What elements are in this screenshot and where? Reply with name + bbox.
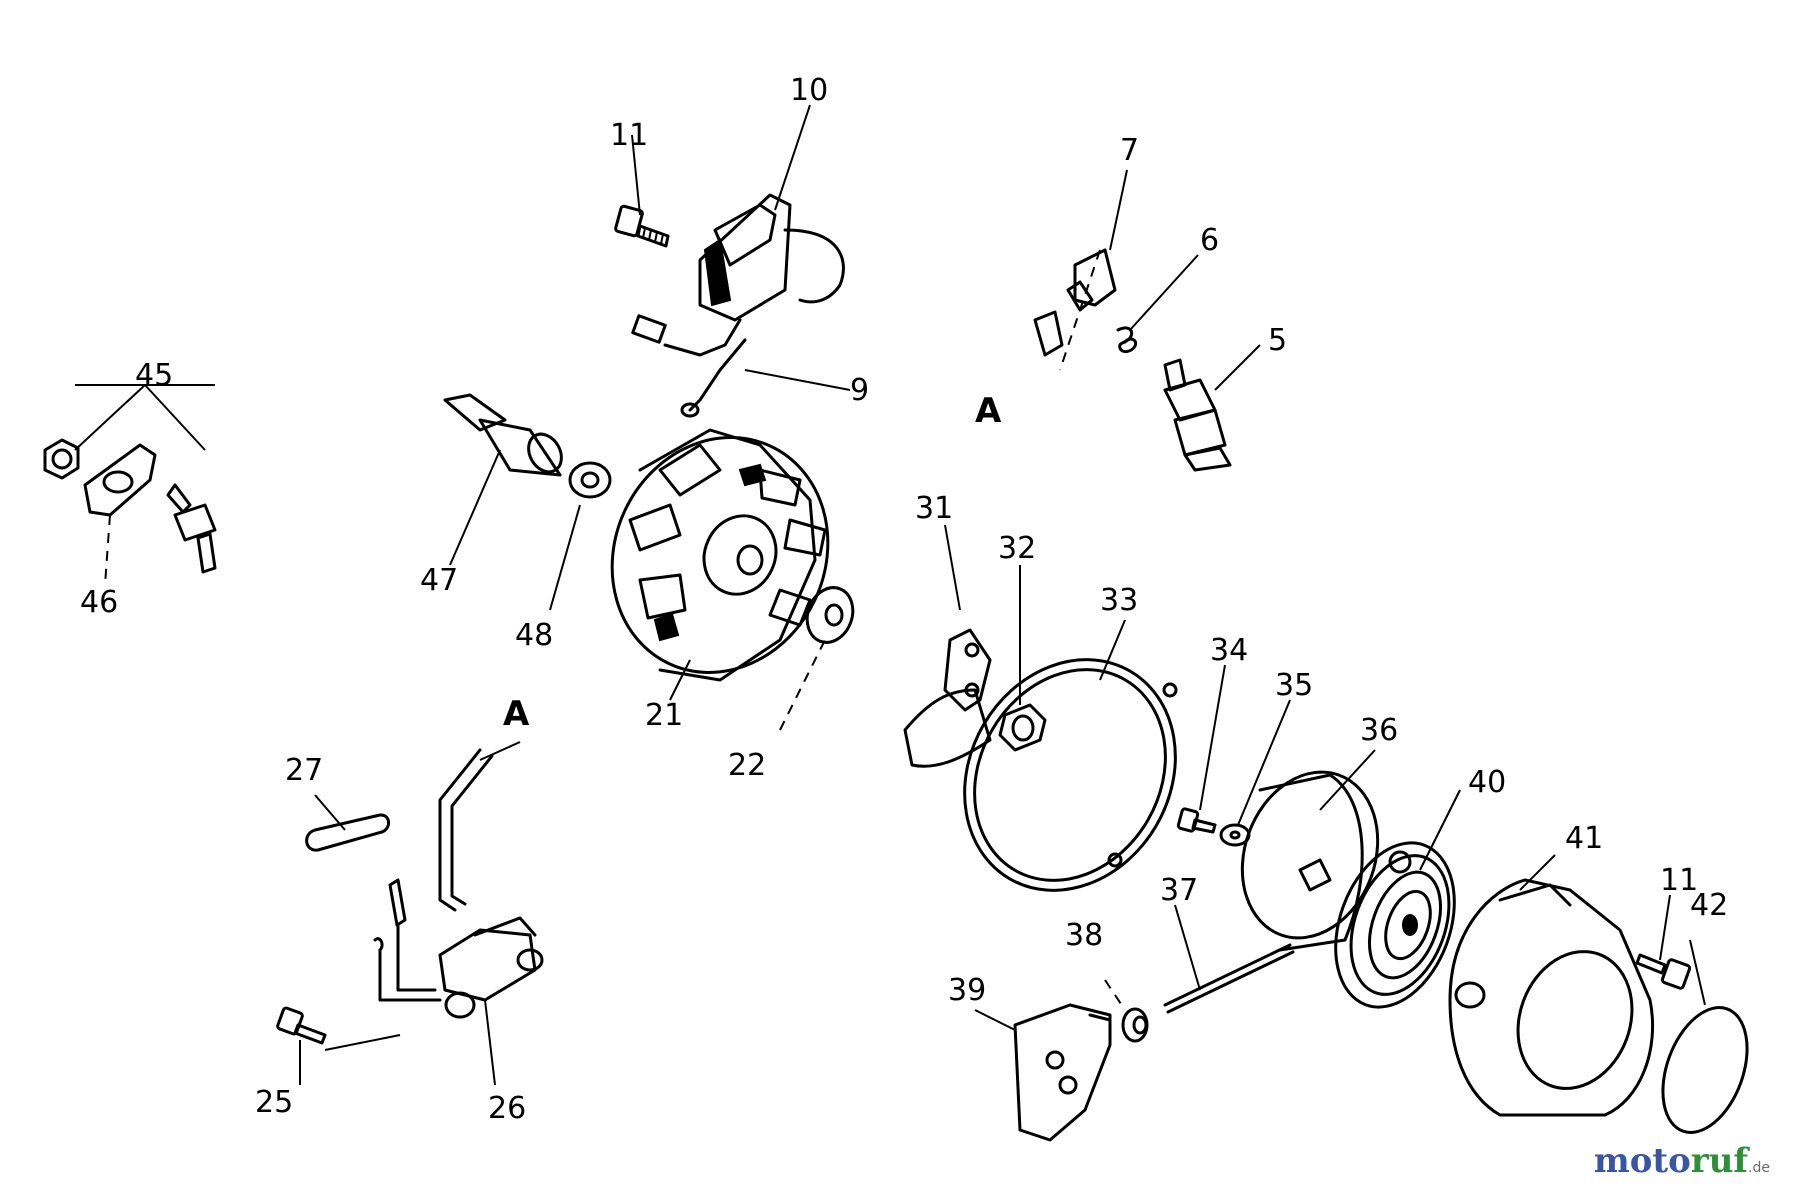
screw-part-11-top (614, 204, 670, 248)
spark-plug-boot-part-7 (1033, 248, 1117, 357)
pin-part-47 (443, 393, 563, 477)
label-part-26: 26 (488, 1091, 526, 1126)
label-part-11-right: 11 (1660, 863, 1698, 898)
pulley-part-36 (1240, 770, 1380, 952)
ignition-coil-part-26 (373, 748, 544, 1019)
spark-plug-part-5 (1163, 358, 1232, 472)
pawl-part-31 (903, 628, 992, 768)
recoil-spring-part-40 (1334, 841, 1456, 1009)
label-part-40: 40 (1468, 765, 1506, 800)
label-part-41: 41 (1565, 821, 1603, 856)
label-part-7: 7 (1120, 133, 1139, 168)
label-part-22: 22 (728, 748, 766, 783)
label-part-48: 48 (515, 618, 553, 653)
label-part-9: 9 (850, 373, 869, 408)
label-part-37: 37 (1160, 873, 1198, 908)
switch-assembly-parts-45-46 (43, 438, 217, 574)
label-part-10: 10 (790, 73, 828, 108)
handle-part-39 (1013, 1003, 1112, 1142)
label-part-5: 5 (1268, 323, 1287, 358)
label-part-21: 21 (645, 698, 683, 733)
label-part-27: 27 (285, 753, 323, 788)
strip-part-27 (305, 813, 390, 852)
label-part-38: 38 (1065, 918, 1103, 953)
leader-lines (74, 104, 1706, 1086)
label-part-34: 34 (1210, 633, 1248, 668)
ignition-module-part-10 (631, 193, 845, 418)
label-part-32: 32 (998, 531, 1036, 566)
starter-housing-part-41 (1448, 878, 1655, 1117)
washer-part-48 (568, 461, 612, 499)
label-part-31: 31 (915, 491, 953, 526)
grommet-part-38 (1121, 1007, 1149, 1043)
label-part-46: 46 (80, 585, 118, 620)
rope-part-37 (1163, 943, 1295, 1014)
logo-tld-text: .de (1748, 1160, 1770, 1176)
label-part-45: 45 (135, 358, 173, 393)
label-connector-a-bottom: A (503, 694, 530, 734)
washer-part-22 (805, 586, 855, 644)
screw-part-11-right (1635, 953, 1692, 990)
label-part-47: 47 (420, 563, 458, 598)
logo-ruf-text: ruf (1690, 1141, 1749, 1181)
label-part-33: 33 (1100, 583, 1138, 618)
label-connector-a-top: A (975, 391, 1002, 431)
nut-part-32 (998, 703, 1047, 752)
motoruf-watermark-logo: motoruf.de (1594, 1141, 1770, 1181)
gasket-part-33 (963, 658, 1178, 892)
logo-moto-text: moto (1593, 1141, 1691, 1181)
cover-disc-part-42 (1661, 1006, 1749, 1134)
label-part-42: 42 (1690, 888, 1728, 923)
label-part-6: 6 (1200, 223, 1219, 258)
label-part-25: 25 (255, 1085, 293, 1120)
part-number-labels: 10 11 7 6 5 9 A 45 46 47 48 21 22 A 27 2… (80, 73, 1728, 1126)
screw-part-25 (276, 1006, 327, 1045)
spring-part-6 (1116, 326, 1138, 354)
label-part-11-top: 11 (610, 118, 648, 153)
label-part-39: 39 (948, 973, 986, 1008)
flywheel-part-21 (610, 428, 830, 682)
label-part-36: 36 (1360, 713, 1398, 748)
label-part-35: 35 (1275, 668, 1313, 703)
screw-part-34 (1176, 807, 1217, 834)
